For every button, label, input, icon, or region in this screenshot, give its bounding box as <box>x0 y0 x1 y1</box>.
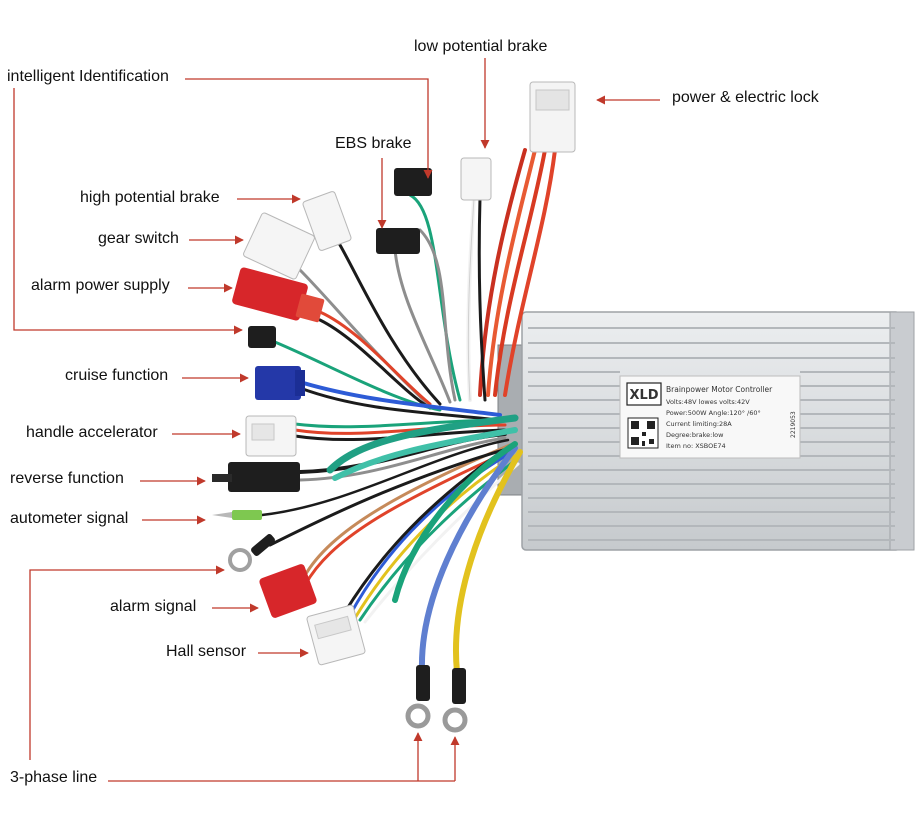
plate-line-2: Power:500W Angle:120° /60° <box>666 409 761 417</box>
phase-terminal-2 <box>452 668 466 704</box>
high-brake-connector <box>302 191 352 251</box>
plate-title: Brainpower Motor Controller <box>666 385 773 394</box>
hall-sensor-connector <box>306 604 366 666</box>
ebs-brake-connector-1 <box>394 168 432 196</box>
alarm-signal-connector <box>259 564 317 618</box>
label-alarm-power-supply: alarm power supply <box>31 277 170 294</box>
intelligent-id-connector <box>248 326 276 348</box>
label-3-phase-line: 3-phase line <box>10 769 98 786</box>
plate-line-5: Item no: XSBOE74 <box>666 442 726 450</box>
label-reverse-function: reverse function <box>10 470 124 487</box>
plate-side-code: 2219053 <box>790 411 797 438</box>
low-brake-connector <box>460 157 492 201</box>
gear-switch-connector <box>243 212 315 280</box>
brand-text: XLD <box>629 388 658 403</box>
label-handle-accelerator: handle accelerator <box>26 424 158 441</box>
label-low-potential-brake: low potential brake <box>414 38 548 55</box>
qr-code <box>627 417 659 449</box>
autometer-terminal <box>232 510 262 520</box>
controller-housing: XLD Brainpower Motor Controller Volts:48… <box>497 311 915 551</box>
plate-line-4: Degree:brake:low <box>666 431 724 439</box>
label-ebs-brake: EBS brake <box>335 135 412 152</box>
label-cruise-function: cruise function <box>65 367 169 384</box>
label-hall-sensor: Hall sensor <box>166 643 247 660</box>
label-gear-switch: gear switch <box>98 230 179 247</box>
pointer-lines <box>13 58 660 782</box>
label-power-electric-lock: power & electric lock <box>672 89 819 106</box>
label-intelligent-identification: intelligent Identification <box>7 68 169 85</box>
reverse-connector <box>228 462 300 492</box>
ebs-brake-connector-2 <box>376 228 420 254</box>
cruise-connector <box>255 366 301 400</box>
brand-logo <box>626 382 662 406</box>
plate-line-3: Current limiting:28A <box>666 420 732 428</box>
wire-bundle <box>260 148 557 675</box>
label-autometer-signal: autometer signal <box>10 510 129 527</box>
phase-terminal-1 <box>416 665 430 701</box>
eyelet-terminal <box>228 548 252 572</box>
label-high-potential-brake: high potential brake <box>80 189 220 206</box>
alarm-power-connector <box>232 267 308 321</box>
connectors <box>212 81 576 733</box>
plate-line-1: Volts:48V lowes volts:42V <box>666 398 750 406</box>
label-alarm-signal: alarm signal <box>110 598 197 615</box>
